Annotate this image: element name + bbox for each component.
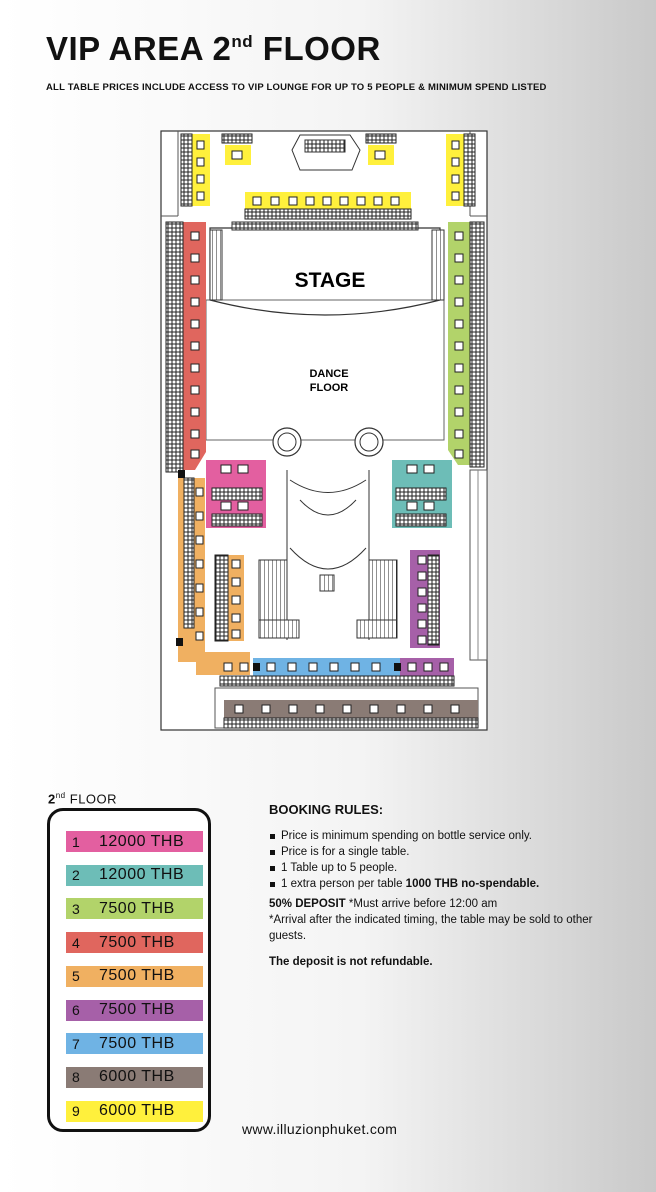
- website-link[interactable]: www.illuzionphuket.com: [242, 1121, 398, 1137]
- floor-plan: STAGE DANCE FLOOR: [160, 130, 488, 731]
- legend-zone-price: 7500 THB: [99, 933, 175, 951]
- stage: [209, 227, 441, 316]
- legend-item-zone-7: 7 7500 THB: [66, 1033, 203, 1055]
- legend-item-zone-4: 4 7500 THB: [66, 932, 203, 954]
- legend-zone-price: 12000 THB: [99, 866, 185, 884]
- zone-9-top-left[interactable]: [192, 134, 210, 206]
- legend-zone-number: 6: [72, 1002, 81, 1018]
- zone-9-top-right[interactable]: [446, 134, 464, 206]
- legend-item-zone-5: 5 7500 THB: [66, 965, 203, 987]
- bullet-icon: [270, 850, 275, 855]
- bullet-icon: [270, 866, 275, 871]
- dance-floor-label: DANCE: [309, 368, 348, 380]
- legend-zone-number: 9: [72, 1103, 81, 1120]
- refund-note: The deposit is not refundable.: [269, 956, 433, 968]
- staircase-left: [258, 559, 288, 621]
- legend-zone-number: 1: [72, 833, 81, 850]
- deposit-note: 50% DEPOSIT *Must arrive before 12:00 am: [269, 898, 498, 910]
- legend-item-zone-3: 3 7500 THB: [66, 898, 203, 920]
- bullet-icon: [270, 834, 275, 839]
- bullet-icon: [270, 882, 275, 887]
- legend-zone-price: 7500 THB: [99, 1034, 175, 1052]
- rule-item: Price is for a single table.: [269, 844, 599, 860]
- zone-5-left[interactable]: [178, 478, 250, 675]
- rule-item: 1 extra person per table 1000 THB no-spe…: [269, 876, 599, 892]
- legend-item-zone-9: 9 6000 THB: [66, 1100, 203, 1122]
- price-legend: 1 12000 THB 2 12000 THB 3 7500 THB 4 7500 THB 5 7…: [47, 808, 211, 1132]
- legend-zone-number: 4: [72, 934, 81, 951]
- staircase-right: [368, 559, 398, 621]
- legend-item-zone-8: 8 6000 THB: [66, 1066, 203, 1088]
- legend-item-zone-6: 6 7500 THB: [66, 999, 203, 1021]
- legend-zone-price: 6000 THB: [99, 1102, 175, 1120]
- legend-zone-number: 8: [72, 1069, 81, 1086]
- booking-rules: BOOKING RULES: Price is minimum spending…: [269, 802, 599, 970]
- rules-heading: BOOKING RULES:: [269, 802, 384, 817]
- legend-title: 2nd FLOOR: [48, 791, 118, 807]
- page-title: VIP AREA 2nd FLOOR: [46, 30, 381, 67]
- legend-item-zone-1: 1 12000 THB: [66, 831, 203, 852]
- legend-zone-price: 12000 THB: [99, 832, 185, 850]
- rule-item: 1 Table up to 5 people.: [269, 860, 599, 876]
- arrival-note: *Arrival after the indicated timing, the…: [269, 914, 593, 942]
- stage-label: STAGE: [295, 269, 366, 292]
- legend-zone-price: 7500 THB: [99, 1001, 175, 1018]
- page-subtitle: ALL TABLE PRICES INCLUDE ACCESS TO VIP L…: [46, 82, 547, 93]
- legend-zone-price: 6000 THB: [99, 1068, 175, 1086]
- legend-zone-number: 5: [72, 968, 81, 985]
- dance-floor-label-2: FLOOR: [310, 382, 349, 394]
- legend-zone-price: 7500 THB: [99, 967, 175, 985]
- legend-zone-number: 7: [72, 1035, 81, 1052]
- legend-item-zone-2: 2 12000 THB: [66, 864, 203, 886]
- legend-zone-number: 3: [72, 900, 81, 917]
- legend-zone-number: 2: [72, 867, 81, 884]
- rule-item: Price is minimum spending on bottle serv…: [269, 828, 599, 844]
- legend-zone-price: 7500 THB: [99, 899, 175, 917]
